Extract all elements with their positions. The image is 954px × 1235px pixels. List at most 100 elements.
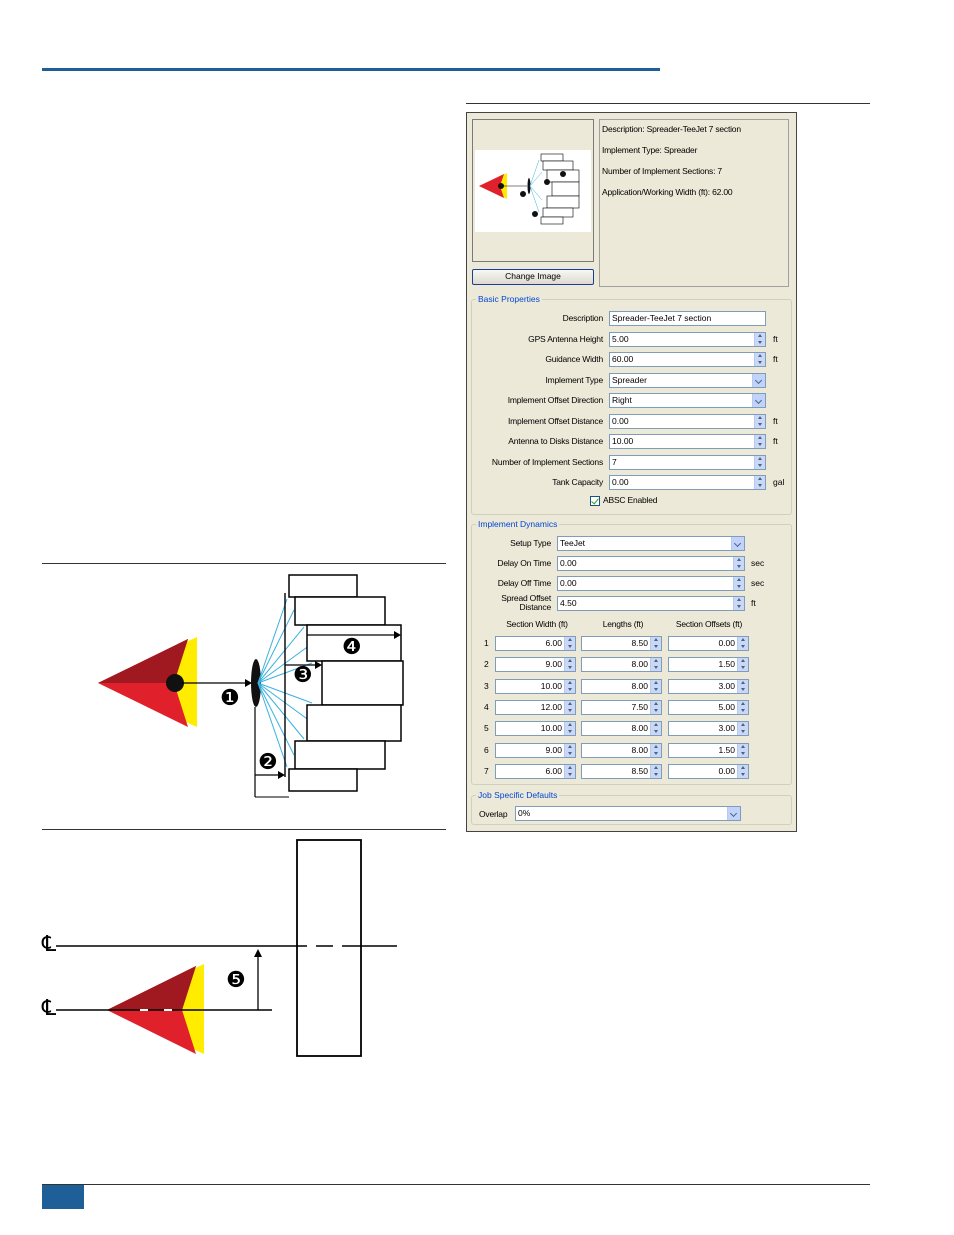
chevron-down-icon[interactable] (727, 807, 740, 820)
spinner-icon[interactable] (650, 658, 661, 671)
callout-4: ❹ (342, 635, 362, 660)
spread-offset-input[interactable]: 4.50 (557, 596, 745, 611)
spinner-icon[interactable] (733, 577, 744, 590)
section-o-input[interactable]: 5.00 (668, 700, 749, 715)
chevron-down-icon[interactable] (731, 537, 744, 550)
spinner-icon[interactable] (733, 557, 744, 570)
spinner-icon[interactable] (650, 722, 661, 735)
spinner-icon[interactable] (754, 456, 765, 469)
spinner-icon[interactable] (754, 415, 765, 428)
basic-field-input[interactable]: Spreader (609, 373, 766, 388)
chevron-down-icon[interactable] (752, 374, 765, 387)
spinner-icon[interactable] (737, 680, 748, 693)
spinner-icon[interactable] (754, 435, 765, 448)
spinner-icon[interactable] (650, 701, 661, 714)
section-l-input[interactable]: 8.00 (581, 721, 662, 736)
section-o-input[interactable]: 3.00 (668, 721, 749, 736)
section-l-input[interactable]: 7.50 (581, 700, 662, 715)
basic-field-label: Description (562, 313, 604, 323)
basic-field-input[interactable]: 7 (609, 455, 766, 470)
spinner-icon[interactable] (564, 658, 575, 671)
section-o-input[interactable]: 1.50 (668, 657, 749, 672)
basic-field-input[interactable]: 5.00 (609, 332, 766, 347)
spinner-icon[interactable] (754, 476, 765, 489)
chevron-down-icon[interactable] (752, 394, 765, 407)
basic-field-input[interactable]: Spreader-TeeJet 7 section (609, 311, 766, 326)
section-value: 3.00 (718, 681, 735, 691)
delay-off-label: Delay Off Time (497, 578, 551, 588)
basic-field-unit: ft (773, 354, 778, 364)
section-w-input[interactable]: 6.00 (495, 764, 576, 779)
spinner-icon[interactable] (564, 701, 575, 714)
basic-field-label: Tank Capacity (552, 477, 603, 487)
basic-field-input[interactable]: 0.00 (609, 475, 766, 490)
spinner-icon[interactable] (754, 333, 765, 346)
spinner-icon[interactable] (564, 722, 575, 735)
basic-field-label: Implement Offset Direction (507, 395, 603, 405)
absc-enabled-checkbox[interactable] (590, 496, 600, 506)
spinner-icon[interactable] (737, 637, 748, 650)
spinner-icon[interactable] (564, 765, 575, 778)
overlap-dropdown[interactable]: 0% (515, 806, 741, 821)
basic-field-input[interactable]: Right (609, 393, 766, 408)
spinner-icon[interactable] (650, 680, 661, 693)
section-w-input[interactable]: 10.00 (495, 721, 576, 736)
spinner-icon[interactable] (733, 597, 744, 610)
basic-field-input[interactable]: 60.00 (609, 352, 766, 367)
footer-rule (42, 1184, 870, 1185)
section-w-input[interactable]: 9.00 (495, 743, 576, 758)
spinner-icon[interactable] (564, 637, 575, 650)
section-value: 10.00 (540, 723, 562, 733)
basic-field-input[interactable]: 0.00 (609, 414, 766, 429)
spread-offset-label-2: Distance (519, 602, 552, 612)
section-w-input[interactable]: 10.00 (495, 679, 576, 694)
section-o-input[interactable]: 3.00 (668, 679, 749, 694)
section-l-input[interactable]: 8.00 (581, 657, 662, 672)
section-row-number: 6 (484, 745, 489, 755)
spinner-icon[interactable] (564, 744, 575, 757)
arrow-head-2 (278, 771, 285, 779)
section-o-input[interactable]: 1.50 (668, 743, 749, 758)
spinner-icon[interactable] (754, 353, 765, 366)
section-l-input[interactable]: 8.00 (581, 743, 662, 758)
section-w-input[interactable]: 9.00 (495, 657, 576, 672)
section-w-input[interactable]: 12.00 (495, 700, 576, 715)
basic-field-unit: ft (773, 416, 778, 426)
section-offsets-header: Section Offsets (ft) (675, 619, 743, 629)
spinner-icon[interactable] (737, 722, 748, 735)
dialog-top-rule (466, 103, 870, 104)
section-l-input[interactable]: 8.50 (581, 764, 662, 779)
spinner-icon[interactable] (737, 765, 748, 778)
section-w-input[interactable]: 6.00 (495, 636, 576, 651)
spread-sections (288, 574, 404, 792)
section-value: 12.00 (540, 702, 562, 712)
absc-enabled-label: ABSC Enabled (603, 495, 658, 505)
spinner-icon[interactable] (650, 637, 661, 650)
section-o-input[interactable]: 0.00 (668, 636, 749, 651)
delay-off-input[interactable]: 0.00 (557, 576, 745, 591)
basic-field-value: 7 (612, 457, 617, 467)
section-l-input[interactable]: 8.00 (581, 679, 662, 694)
spinner-icon[interactable] (737, 701, 748, 714)
section-value: 0.00 (718, 638, 735, 648)
setup-type-dropdown[interactable]: TeeJet (557, 536, 745, 551)
spinner-icon[interactable] (650, 744, 661, 757)
section-value: 8.00 (631, 723, 648, 733)
sections-line: Number of Implement Sections: 7 (602, 166, 722, 176)
spinner-icon[interactable] (564, 680, 575, 693)
change-image-button[interactable]: Change Image (472, 269, 594, 285)
callout-5: ❺ (226, 968, 246, 993)
delay-on-input[interactable]: 0.00 (557, 556, 745, 571)
section-value: 9.00 (545, 659, 562, 669)
spinner-disk (251, 659, 261, 707)
section-l-input[interactable]: 8.50 (581, 636, 662, 651)
overlap-label: Overlap (479, 809, 508, 819)
basic-field-value: 5.00 (612, 334, 629, 344)
basic-field-input[interactable]: 10.00 (609, 434, 766, 449)
section-o-input[interactable]: 0.00 (668, 764, 749, 779)
spinner-icon[interactable] (737, 658, 748, 671)
basic-field-label: Implement Type (545, 375, 603, 385)
basic-field-unit: gal (773, 477, 785, 487)
spinner-icon[interactable] (650, 765, 661, 778)
spinner-icon[interactable] (737, 744, 748, 757)
